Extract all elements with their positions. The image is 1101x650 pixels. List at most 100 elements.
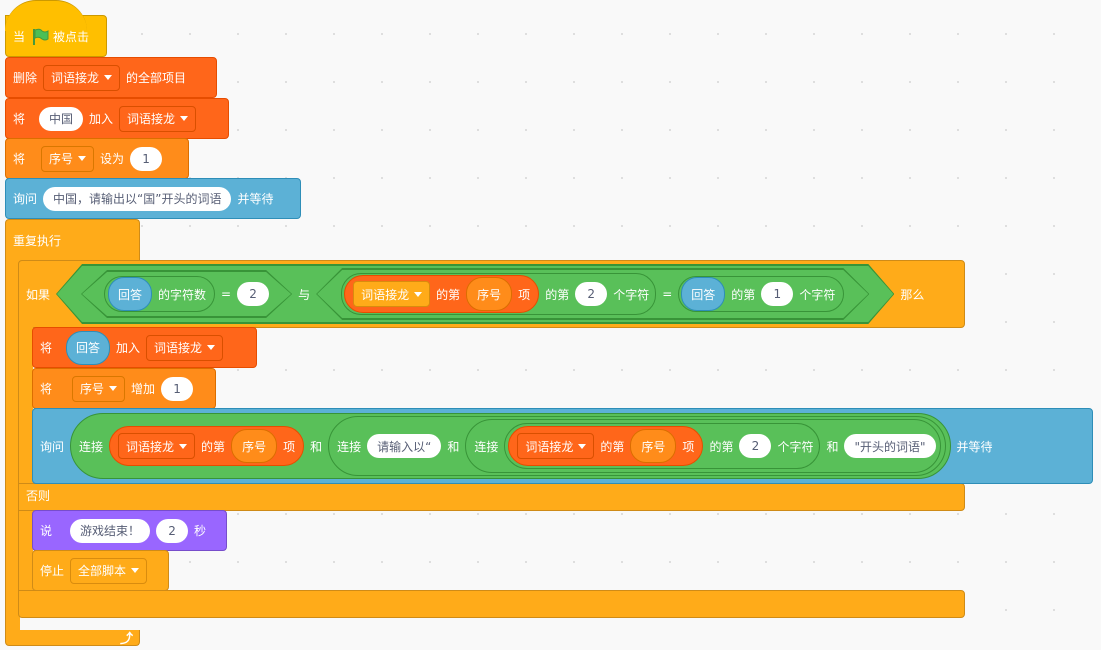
list-dropdown[interactable]: 词语接龙 xyxy=(118,433,196,459)
say-for-secs-block[interactable]: 说 游戏结束！ 2 秒 xyxy=(32,510,227,551)
and-label: 与 xyxy=(298,287,311,302)
when-label: 当 xyxy=(13,29,26,44)
else-bar: 否则 xyxy=(18,483,965,511)
ask-and-wait-block[interactable]: 询问 中国，请输出以“国”开头的词语 并等待 xyxy=(5,178,301,219)
ask-label: 询问 xyxy=(13,192,38,206)
ask-and-wait-block[interactable]: 询问 连接 词语接龙 的第 序号 项 和 连接 请输入以“ 和 连接 词语接龙 … xyxy=(32,408,1093,484)
forever-footer: ⤴ xyxy=(5,630,140,647)
join-label: 加入 xyxy=(116,341,141,355)
caret-down-icon xyxy=(104,75,113,80)
item-label: 项 xyxy=(283,439,296,454)
join-reporter[interactable]: 连接 词语接龙 的第 序号 项 和 连接 请输入以“ 和 连接 词语接龙 的第 … xyxy=(70,413,951,479)
stop-block[interactable]: 停止 全部脚本 xyxy=(32,550,169,591)
value-input[interactable]: 1 xyxy=(130,146,163,171)
add-to-list-block[interactable]: 将 回答 加入 词语接龙 xyxy=(32,327,257,368)
delete-all-of-list-block[interactable]: 删除 词语接龙 的全部项目 xyxy=(5,57,217,98)
caret-down-icon xyxy=(578,443,587,449)
set-label: 将 xyxy=(13,152,26,166)
list-name: 词语接龙 xyxy=(127,112,176,126)
message-input[interactable]: 游戏结束！ xyxy=(70,518,151,543)
chars-label: 个字符 xyxy=(799,287,836,302)
join-reporter[interactable]: 连接 词语接龙 的第 序号 项 的第 2 个字符 和 "开头的词语" xyxy=(465,419,941,473)
letter-of-label: 的第 xyxy=(731,287,756,302)
add-label: 将 xyxy=(13,112,26,126)
value-input[interactable]: 2 xyxy=(237,282,269,306)
list-dropdown[interactable]: 词语接龙 xyxy=(353,281,430,307)
variable-reporter[interactable]: 序号 xyxy=(231,429,278,463)
and-label: 和 xyxy=(310,439,323,454)
answer-reporter[interactable]: 回答 xyxy=(681,277,725,311)
letter-of-reporter[interactable]: 词语接龙 的第 序号 项 的第 2 个字符 xyxy=(504,423,821,469)
stop-option-dropdown[interactable]: 全部脚本 xyxy=(70,557,148,584)
item-of-list-reporter[interactable]: 词语接龙 的第 序号 项 xyxy=(344,275,539,313)
join-reporter[interactable]: 连接 请输入以“ 和 连接 词语接龙 的第 序号 项 的第 2 个字符 和 " xyxy=(328,416,946,476)
item-of-label: 的第 xyxy=(201,439,226,454)
list-dropdown[interactable]: 词语接龙 xyxy=(43,64,121,91)
equals-sign: = xyxy=(221,287,232,301)
letter-of-label: 的第 xyxy=(709,439,734,454)
equals-operator[interactable]: 词语接龙 的第 序号 项 的第 2 个字符 = 回答 的第 1 个字符 xyxy=(316,268,869,320)
and-label: 和 xyxy=(826,439,839,454)
variable-dropdown[interactable]: 序号 xyxy=(72,375,126,402)
list-name: 词语接龙 xyxy=(525,439,574,454)
equals-operator[interactable]: 回答 的字符数 = 2 xyxy=(81,270,292,318)
answer-reporter[interactable]: 回答 xyxy=(66,330,111,365)
text-input[interactable]: 请输入以“ xyxy=(367,434,442,458)
and-operator[interactable]: 回答 的字符数 = 2 与 词语接龙 的第 序号 项 的第 2 个字符 xyxy=(56,264,894,324)
caret-down-icon xyxy=(180,116,189,121)
item-input[interactable]: 中国 xyxy=(39,106,84,131)
delete-label: 删除 xyxy=(13,71,38,85)
letter-index-input[interactable]: 1 xyxy=(761,282,793,306)
list-name: 词语接龙 xyxy=(51,71,100,85)
equals-sign: = xyxy=(662,287,673,301)
loop-arrow-icon: ⤴ xyxy=(119,632,133,647)
set-to-label: 设为 xyxy=(100,152,125,166)
join-label: 加入 xyxy=(89,112,114,126)
clicked-label: 被点击 xyxy=(53,29,90,44)
join-label: 连接 xyxy=(79,439,104,454)
change-variable-block[interactable]: 将 序号 增加 1 xyxy=(32,368,216,409)
question-input[interactable]: 中国，请输出以“国”开头的词语 xyxy=(43,186,232,211)
item-label: 项 xyxy=(518,287,531,302)
and-label: 和 xyxy=(447,439,460,454)
letter-of-label: 的第 xyxy=(545,287,570,302)
length-of-reporter[interactable]: 回答 的字符数 xyxy=(104,276,215,312)
length-label: 的字符数 xyxy=(158,287,207,302)
caret-down-icon xyxy=(414,292,422,297)
add-to-list-block[interactable]: 将 中国 加入 词语接龙 xyxy=(5,98,229,139)
then-label: 那么 xyxy=(900,287,925,302)
if-footer xyxy=(18,590,965,618)
item-of-list-reporter[interactable]: 词语接龙 的第 序号 项 xyxy=(508,426,704,466)
list-dropdown[interactable]: 词语接龙 xyxy=(119,105,197,132)
caret-down-icon xyxy=(109,386,118,391)
list-name: 词语接龙 xyxy=(361,287,410,302)
variable-reporter[interactable]: 序号 xyxy=(630,429,677,463)
letter-index-input[interactable]: 2 xyxy=(575,282,607,306)
stop-option: 全部脚本 xyxy=(78,564,127,578)
item-of-label: 的第 xyxy=(436,287,461,302)
set-variable-block[interactable]: 将 序号 设为 1 xyxy=(5,138,189,179)
if-label: 如果 xyxy=(26,287,51,302)
letter-of-reporter[interactable]: 回答 的第 1 个字符 xyxy=(678,276,844,312)
caret-down-icon xyxy=(207,345,216,350)
forever-header[interactable]: 重复执行 xyxy=(5,219,140,261)
letter-of-reporter[interactable]: 词语接龙 的第 序号 项 的第 2 个字符 xyxy=(341,273,656,315)
forever-arm xyxy=(5,258,20,633)
if-header[interactable]: 如果 回答 的字符数 = 2 与 词语接龙 的第 序号 项 xyxy=(18,260,965,328)
say-label: 说 xyxy=(40,524,53,538)
variable-dropdown[interactable]: 序号 xyxy=(41,145,95,172)
list-dropdown[interactable]: 词语接龙 xyxy=(517,433,595,459)
caret-down-icon xyxy=(179,443,188,449)
item-of-list-reporter[interactable]: 词语接龙 的第 序号 项 xyxy=(109,426,305,466)
wait-label: 并等待 xyxy=(956,439,993,454)
answer-reporter[interactable]: 回答 xyxy=(108,277,152,311)
if-arm xyxy=(18,325,33,593)
stop-label: 停止 xyxy=(40,564,65,578)
variable-reporter[interactable]: 序号 xyxy=(466,277,512,311)
when-flag-clicked-block[interactable]: 当 被点击 xyxy=(5,0,107,57)
value-input[interactable]: 1 xyxy=(161,376,194,401)
seconds-input[interactable]: 2 xyxy=(156,518,189,543)
list-dropdown[interactable]: 词语接龙 xyxy=(146,334,224,361)
letter-index-input[interactable]: 2 xyxy=(739,434,772,458)
text-input[interactable]: "开头的词语" xyxy=(844,434,936,458)
